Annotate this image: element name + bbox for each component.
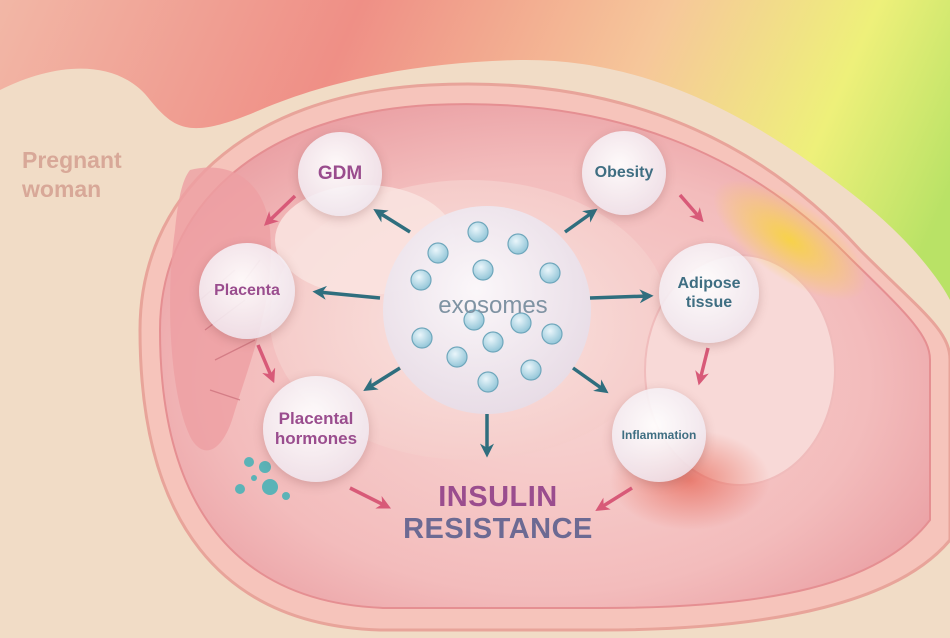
- node-inflammation-label: Inflammation: [621, 427, 697, 442]
- arrow-adipose-inflammation: [695, 347, 710, 386]
- pregnant-label-line1: Pregnant: [22, 147, 122, 173]
- adipose-glow: [713, 179, 867, 301]
- arrow-gdm-placenta: [263, 194, 297, 226]
- node-obesity: Obesity: [582, 131, 666, 215]
- node-gdm-label: GDM: [317, 162, 363, 184]
- arrow-to-adipose: [589, 289, 654, 304]
- arrow-to-placenta: [312, 285, 381, 300]
- pregnant-label-line2: woman: [22, 175, 102, 202]
- exosome-arrows: [312, 208, 654, 458]
- hormone-droplets: [235, 457, 290, 500]
- node-adipose-line2: tissue: [685, 294, 733, 311]
- exosomes-label: exosomes: [438, 292, 548, 319]
- arrow-placenta-hormones: [256, 344, 276, 384]
- arrow-obesity-adipose: [678, 193, 704, 223]
- node-inflammation: Inflammation: [612, 388, 706, 482]
- arrow-to-hormones: [363, 366, 401, 391]
- node-placenta-label: Placenta: [214, 282, 280, 300]
- pathway-arrows: [256, 193, 710, 511]
- node-hormones-label: Placental hormones: [275, 409, 357, 450]
- node-adipose-tissue: Adipose tissue: [659, 243, 759, 343]
- pregnant-woman-label: Pregnant woman: [22, 146, 122, 204]
- node-hormones-line2: hormones: [274, 429, 358, 448]
- node-adipose-label: Adipose tissue: [677, 274, 740, 312]
- node-adipose-line1: Adipose: [677, 274, 741, 292]
- insulin-resistance-label: INSULIN RESISTANCE: [378, 481, 618, 546]
- node-gdm: GDM: [298, 132, 382, 216]
- insulin-resistance-line2: RESISTANCE: [403, 512, 593, 545]
- node-hormones-line1: Placental: [278, 408, 354, 428]
- arrow-to-inflammation: [571, 366, 609, 394]
- insulin-resistance-line1: INSULIN: [438, 481, 558, 513]
- node-obesity-label: Obesity: [594, 164, 654, 182]
- arrow-hormones-resistance: [349, 486, 392, 509]
- node-placental-hormones: Placental hormones: [263, 376, 369, 482]
- exosome-vesicles: [410, 221, 563, 393]
- node-placenta: Placenta: [199, 243, 295, 339]
- arrow-to-obesity: [563, 208, 598, 234]
- arrow-to-gdm: [373, 209, 411, 234]
- arrow-inflammation-resistance: [595, 486, 633, 511]
